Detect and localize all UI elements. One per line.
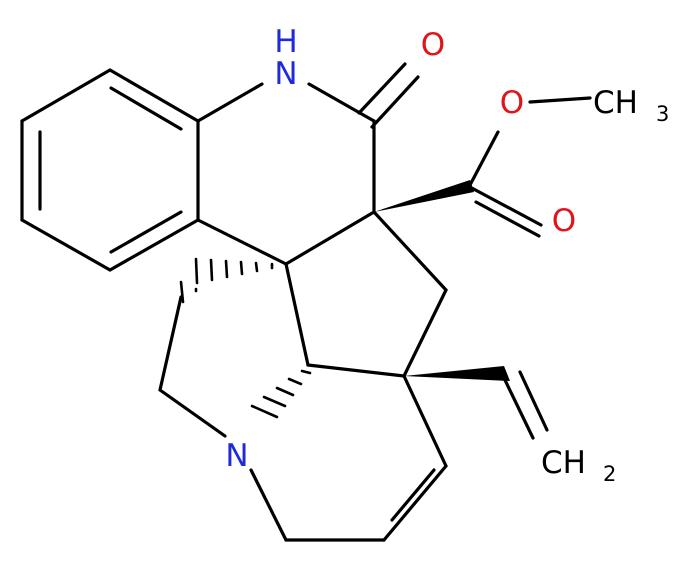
methyl-label: CH — [593, 85, 638, 121]
hashed-wedge-bond — [250, 369, 312, 419]
bond — [108, 68, 200, 123]
methylene-subscript: 2 — [603, 462, 616, 486]
bond — [20, 68, 112, 123]
amine-nitrogen-label: N — [225, 438, 248, 474]
ester-double-bond — [474, 200, 541, 238]
amide-nitrogen-label: N — [274, 56, 297, 92]
hashed-wedge-bond — [179, 257, 274, 304]
bond — [307, 82, 376, 123]
bond — [158, 388, 227, 438]
bond — [284, 210, 376, 266]
bond — [108, 218, 200, 272]
bond — [158, 295, 183, 392]
bond — [196, 82, 264, 123]
carbonyl-double-bond — [357, 62, 407, 115]
aromatic-inner-bond — [109, 210, 183, 254]
ring-double-bond — [390, 468, 436, 522]
ring-double-bond — [382, 464, 448, 542]
vinyl-double-bond — [518, 370, 549, 432]
ester-double-bond — [466, 184, 543, 227]
wedge-bond — [404, 366, 510, 381]
bond — [284, 262, 310, 367]
bond — [372, 210, 448, 292]
nh-hydrogen-label: H — [274, 24, 297, 60]
wedge-bond — [374, 180, 474, 212]
bond — [20, 218, 112, 272]
bond — [402, 374, 448, 468]
methyl-subscript: 3 — [656, 102, 669, 126]
ester-oxygen-label: O — [500, 85, 524, 121]
ester-carbonyl-oxygen-label: O — [552, 203, 576, 239]
bond — [468, 130, 500, 187]
carbonyl-oxygen-label: O — [421, 27, 445, 63]
bond — [196, 218, 288, 266]
carbonyl-double-bond — [370, 75, 420, 129]
bond — [402, 288, 448, 378]
methylene-label: CH — [541, 445, 586, 481]
vinyl-double-bond — [502, 376, 535, 440]
bond — [249, 468, 288, 542]
bond — [528, 96, 592, 104]
aromatic-inner-bond — [109, 86, 183, 131]
bond — [306, 363, 406, 378]
